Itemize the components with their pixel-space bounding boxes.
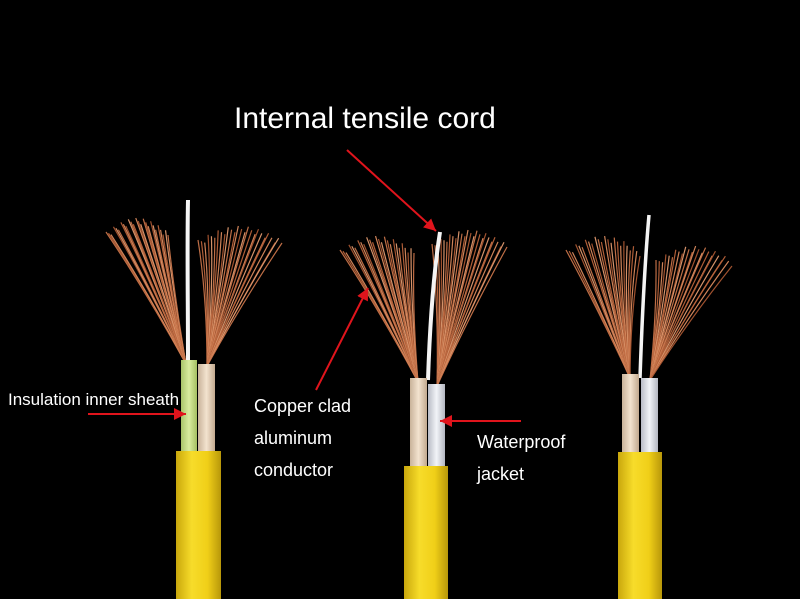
- copper-strands: [105, 217, 187, 365]
- copper-strand: [412, 252, 419, 383]
- copper-strands: [431, 229, 508, 387]
- copper-strand: [110, 234, 187, 365]
- copper-strands: [649, 245, 733, 381]
- label-waterproof-jacket: Waterproof jacket: [477, 432, 566, 484]
- copper-strand: [206, 242, 283, 367]
- copper-strand: [649, 265, 733, 381]
- cable-1: [105, 199, 283, 599]
- copper-strand: [117, 229, 187, 365]
- copper-strands: [197, 225, 283, 367]
- copper-strand: [649, 255, 726, 381]
- inner-core-beige: [198, 364, 215, 454]
- copper-strands: [339, 235, 419, 383]
- cable-2: [339, 229, 508, 599]
- outer-jacket: [618, 452, 662, 599]
- label-internal-tensile-cord: Internal tensile cord: [234, 102, 496, 135]
- inner-core-white: [641, 378, 658, 458]
- copper-strand: [629, 255, 641, 379]
- copper-strand: [354, 247, 419, 383]
- copper-strands: [565, 235, 641, 379]
- cable-3: [565, 214, 733, 599]
- inner-core-beige: [410, 378, 427, 468]
- arrow-tensile-cord: [346, 149, 437, 232]
- label-insulation-inner-sheath: Insulation inner sheath: [8, 390, 180, 409]
- copper-strand: [571, 251, 631, 379]
- outer-jacket: [404, 466, 448, 599]
- copper-strand: [167, 234, 187, 365]
- inner-core-beige: [622, 374, 639, 458]
- copper-strand: [436, 246, 508, 387]
- arrow-copper-conductor: [315, 287, 369, 391]
- inner-core-green: [181, 360, 197, 455]
- label-copper-clad-aluminum-conductor: Copper clad aluminum conductor: [254, 396, 352, 480]
- tensile-cord: [638, 214, 651, 379]
- tensile-cord: [426, 231, 442, 381]
- copper-strand: [345, 252, 419, 383]
- copper-strand: [132, 224, 187, 365]
- outer-jacket: [176, 451, 221, 599]
- inner-core-white: [428, 384, 445, 468]
